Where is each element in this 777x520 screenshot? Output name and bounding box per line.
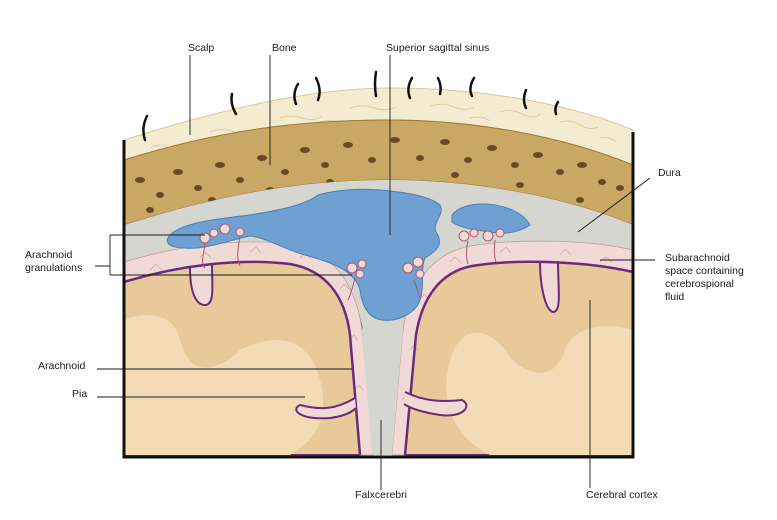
arachnoid-granulations-label: Arachnoid granulations: [25, 249, 82, 274]
dura-label: Dura: [658, 167, 681, 179]
arachnoid-granulations-label-line1: Arachnoid: [25, 249, 72, 261]
bone-label: Bone: [272, 42, 297, 54]
pia-right: [403, 260, 634, 456]
pia-left-curl: [295, 397, 357, 420]
subarachnoid-space-label-line3: cerebrospional: [665, 278, 734, 290]
arachnoid-granulations-shapes: [199, 223, 505, 301]
subarachnoid-space-label-line4: fluid: [665, 291, 684, 303]
cerebral-cortex-label: Cerebral cortex: [586, 489, 659, 501]
leader-lines: [95, 55, 655, 490]
subarachnoid-space-label: Subarachnoid space containing cerebrospi…: [665, 252, 747, 303]
arachnoid-granulations-label-line2: granulations: [25, 262, 82, 274]
bone-pores: [135, 137, 624, 213]
superior-sagittal-sinus-label: Superior sagittal sinus: [386, 42, 489, 54]
pia-right-curl: [403, 391, 468, 417]
falx-cerebri-label: Falxcerebri: [355, 489, 407, 501]
subarachnoid-space-label-line2: space containing: [665, 265, 744, 277]
left-gyrus-light: [124, 315, 324, 455]
pia-left: [123, 260, 362, 456]
hair-strands: [142, 70, 560, 142]
right-sulcus: [539, 261, 560, 314]
granulations-leader: [95, 234, 352, 276]
subarachnoid-space-label-line1: Subarachnoid: [665, 252, 730, 264]
pia-label: Pia: [72, 388, 87, 400]
diagram-frame: [122, 132, 635, 459]
dura-leader: [577, 177, 651, 233]
right-gyrus-light: [446, 326, 633, 455]
scalp-label: Scalp: [188, 42, 214, 54]
falx-cerebri-shape: [362, 290, 403, 455]
arachnoid-label: Arachnoid: [38, 360, 85, 372]
